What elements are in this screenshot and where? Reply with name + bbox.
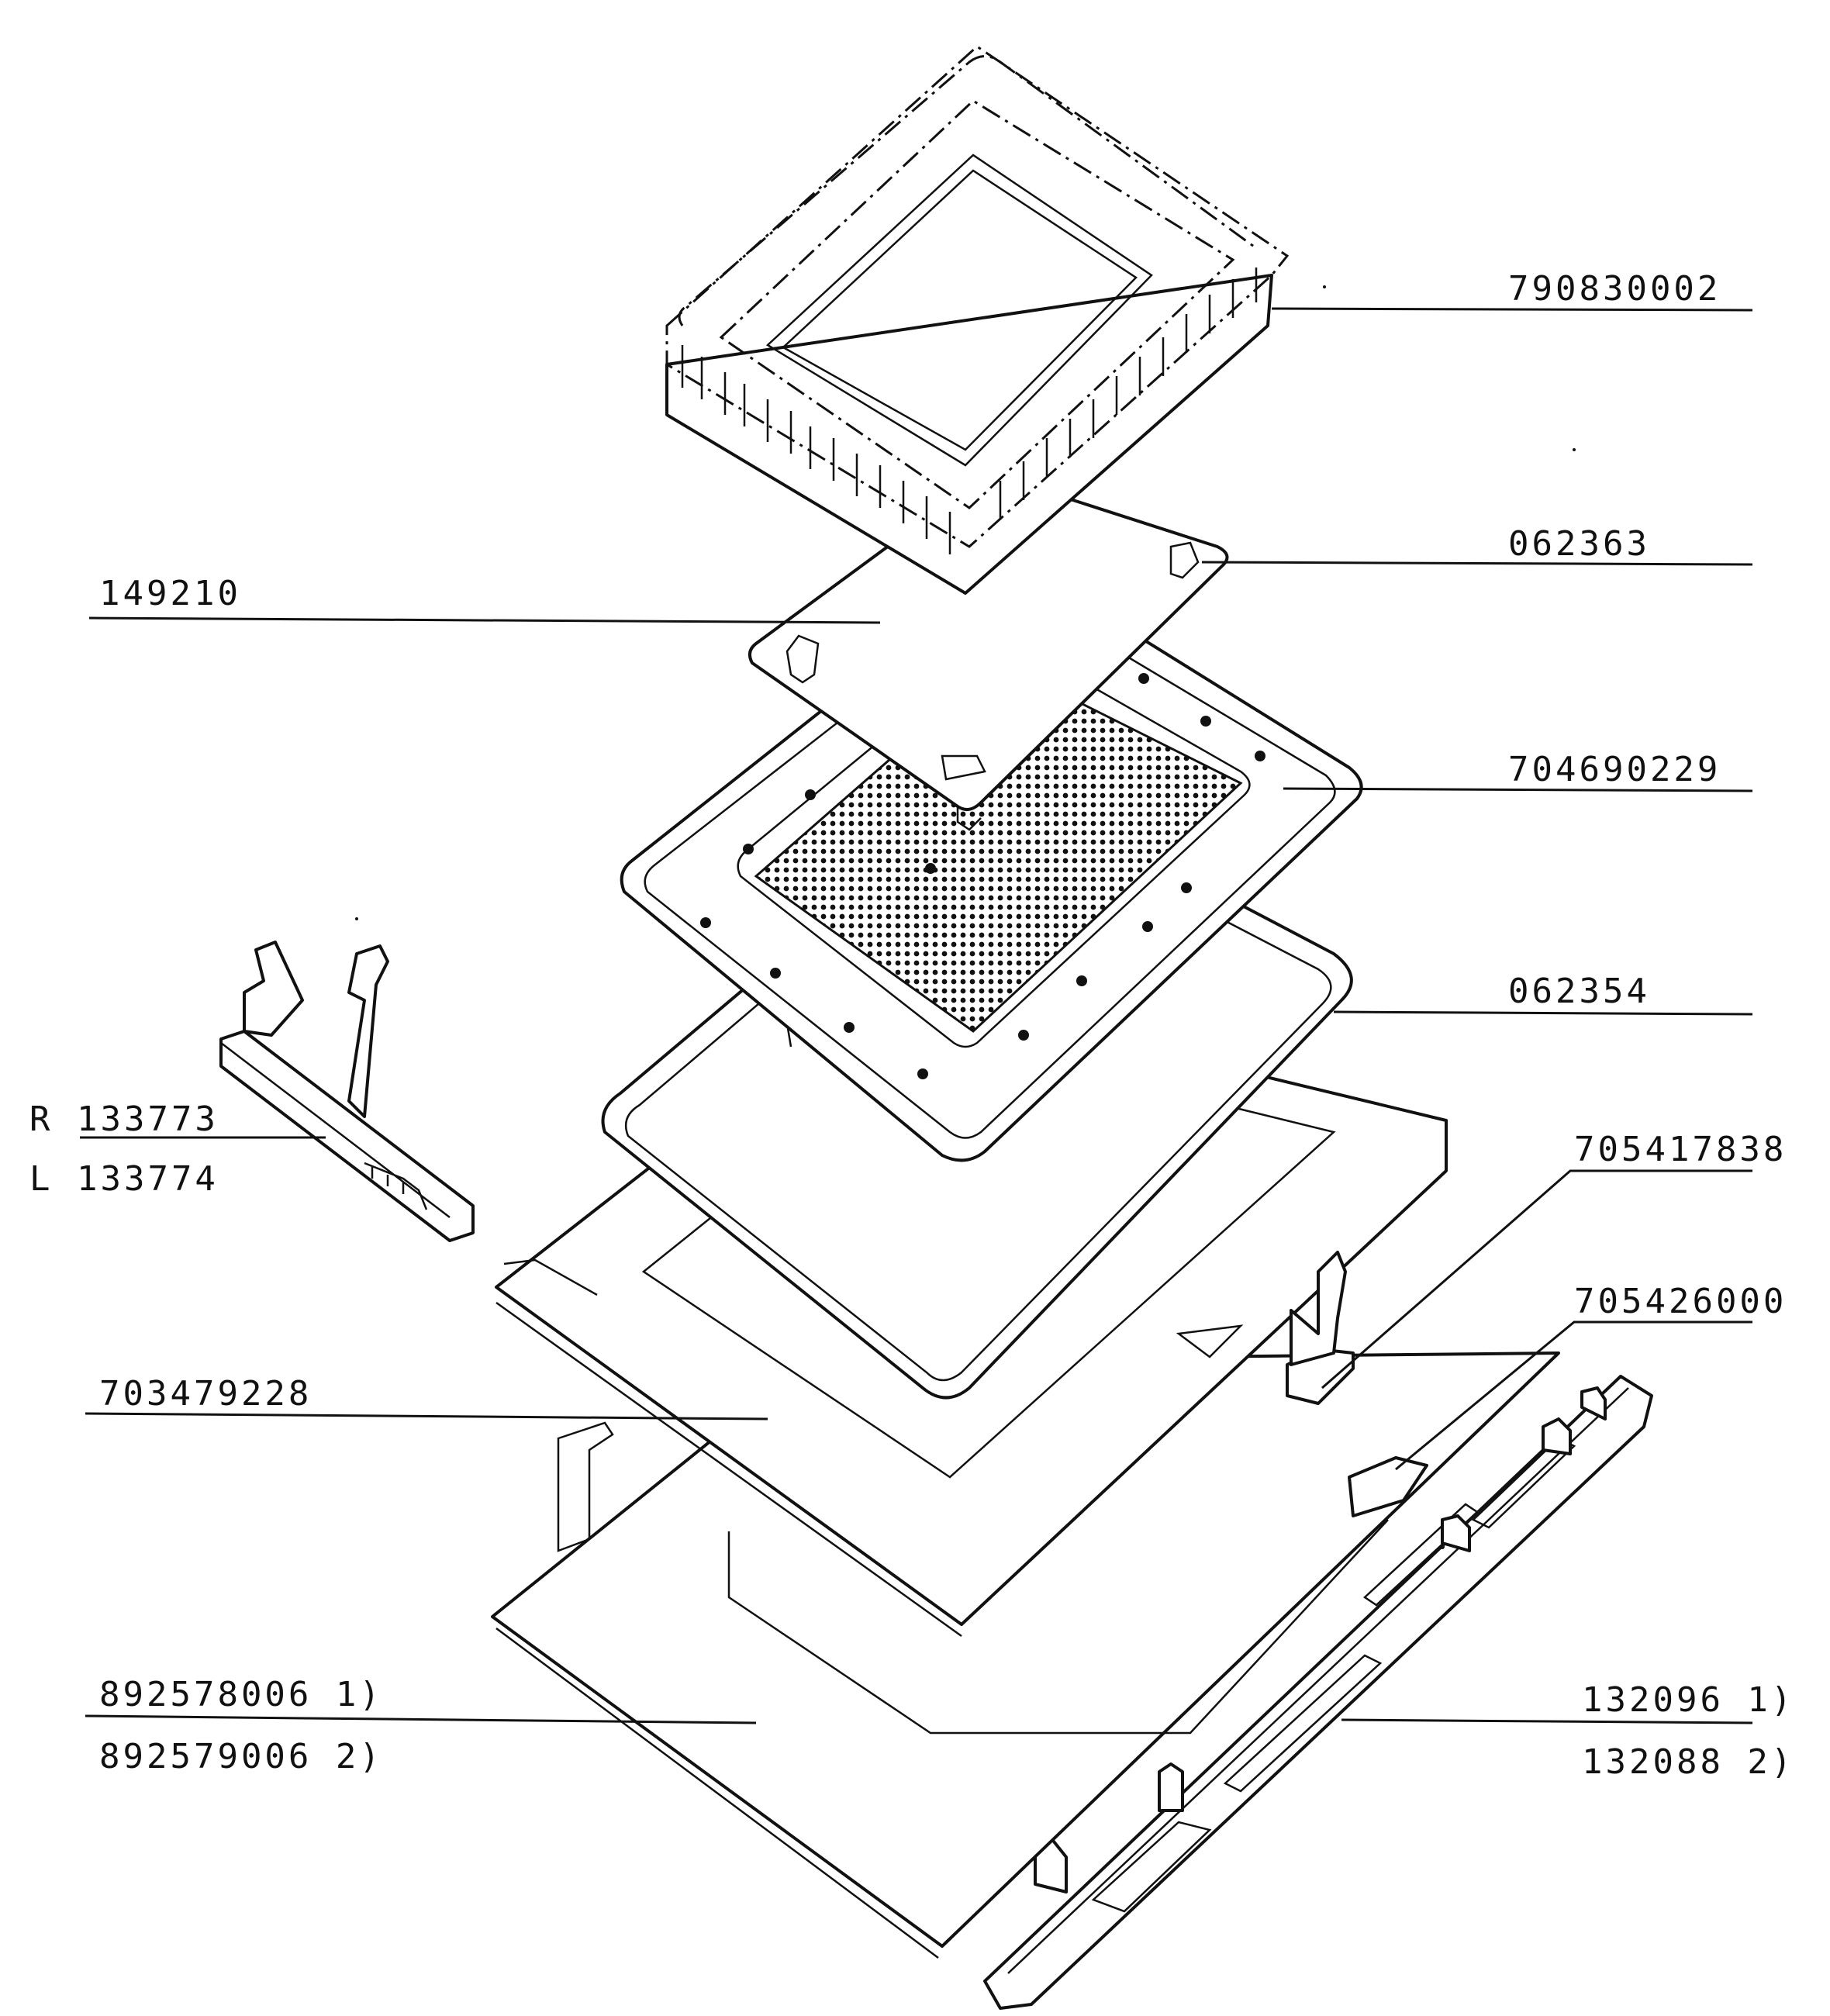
- label-062363: 062363: [1508, 524, 1650, 564]
- label-l-133774: L 133774: [29, 1159, 219, 1199]
- label-892578006: 892578006 1): [99, 1675, 383, 1714]
- left-hinge: [219, 941, 475, 1242]
- label-704690229: 704690229: [1508, 750, 1721, 789]
- bottom-door-trim: [983, 1375, 1653, 2010]
- leader-lines: [80, 307, 1753, 1724]
- label-703479228: 703479228: [99, 1374, 312, 1414]
- right-hinge-bracket: [1286, 1251, 1428, 1517]
- label-705426000: 705426000: [1574, 1282, 1787, 1321]
- outer-door-glass: [491, 1351, 1560, 1959]
- label-132088: 132088 2): [1582, 1742, 1794, 1782]
- label-892579006: 892579006 2): [99, 1737, 383, 1776]
- part-labels: 790830002 062363 149210 704690229 062354…: [29, 269, 1794, 1782]
- label-132096: 132096 1): [1582, 1680, 1794, 1720]
- label-062354: 062354: [1508, 972, 1650, 1011]
- label-149210: 149210: [99, 574, 241, 613]
- label-r-133773: R 133773: [29, 1099, 219, 1139]
- label-790830002: 790830002: [1508, 269, 1721, 309]
- top-door-tray: [665, 45, 1290, 595]
- label-705417838: 705417838: [1574, 1130, 1787, 1169]
- small-top-glass: [748, 474, 1229, 831]
